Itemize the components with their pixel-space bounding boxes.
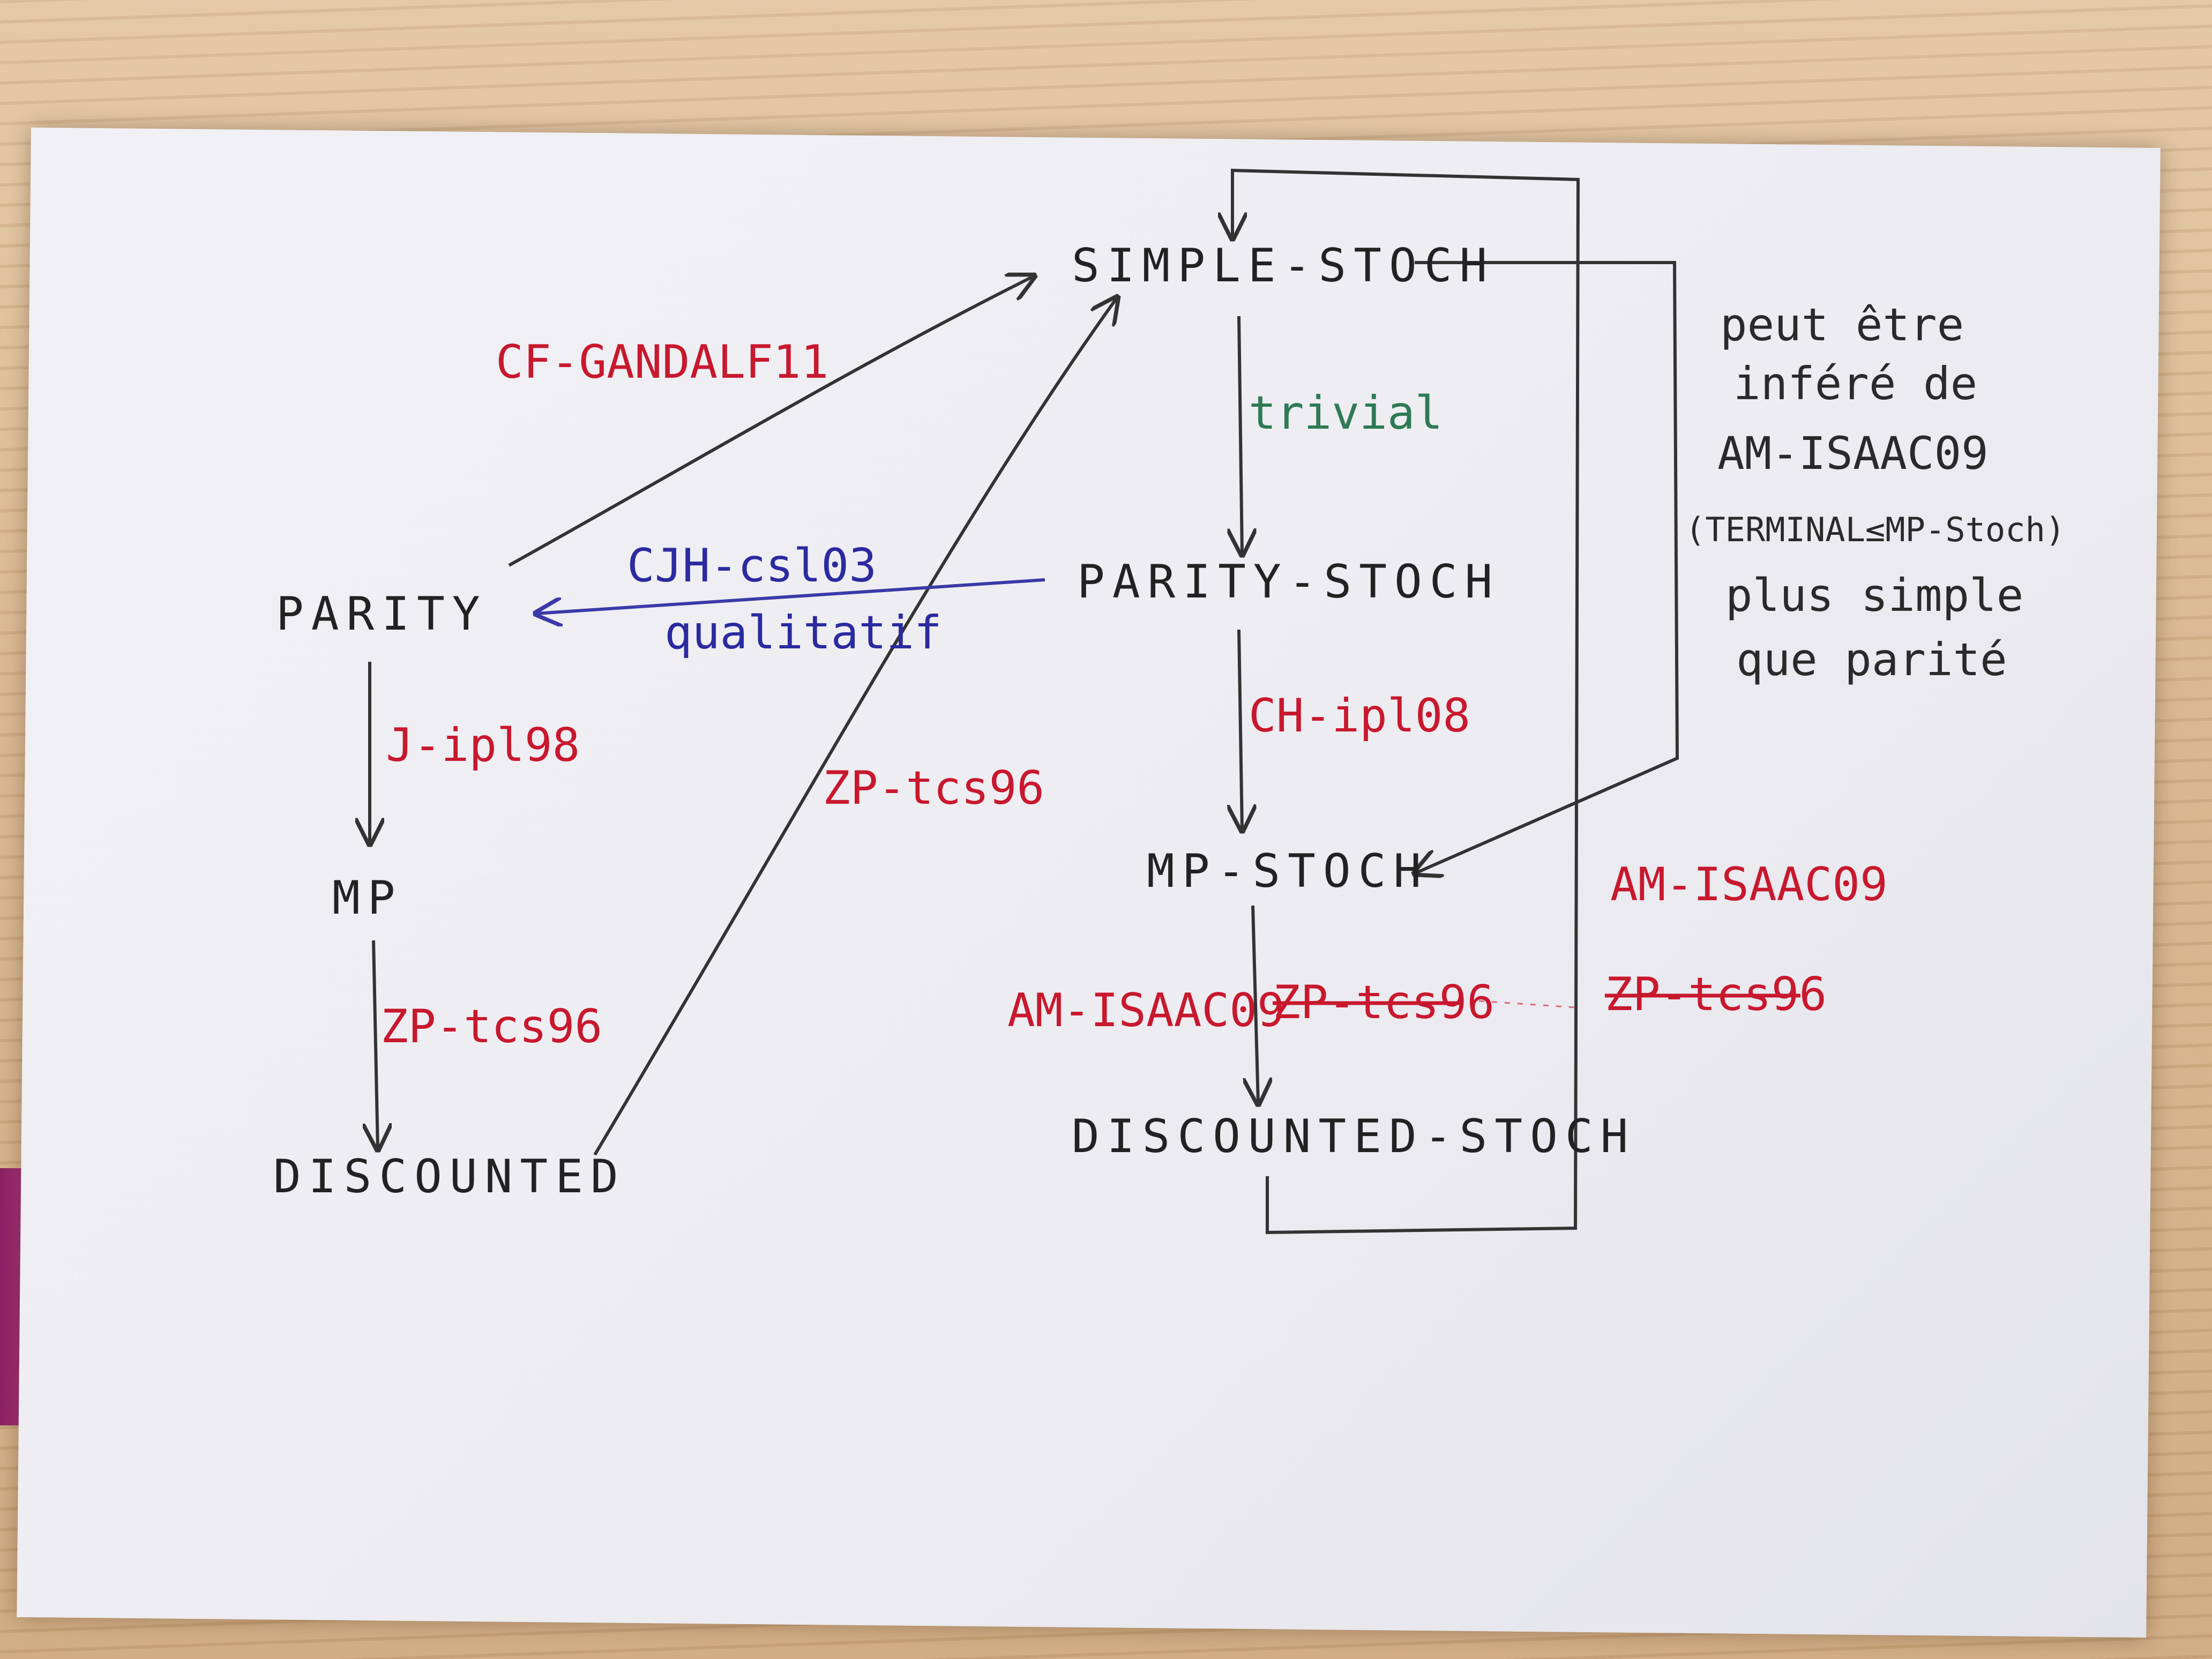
label-qualitatif: qualitatif [664,606,942,660]
edge-mp-stoch-to-discounted-stoch [1253,905,1258,1104]
label-am-isaac-right: AM-ISAAC09 [1610,858,1888,911]
label-am-isaac-left: AM-ISAAC09 [1007,984,1285,1037]
node-parity: PARITY [276,587,488,641]
edge-discounted-to-simple-stoch [593,297,1117,1156]
node-simple-stoch: SIMPLE-STOCH [1072,239,1494,293]
edge-parity-stoch-to-parity [536,578,1045,614]
edge-discounted-stoch-to-simple-stoch [1232,168,1580,1235]
edge-parity-stoch-to-mp-stoch [1239,629,1242,831]
note-line-4: (TERMINAL≤MP-Stoch) [1685,510,2065,549]
note-line-1: peut être [1720,298,1964,351]
note-line-5: plus simple [1725,569,2023,622]
note-line-2: inféré de [1733,357,1977,410]
edge-simple-stoch-to-mp-stoch [1415,261,1679,873]
edge-simple-stoch-to-parity-stoch [1239,316,1242,555]
label-zp-tcs-left: ZP-tcs96 [380,1000,602,1053]
node-discounted-stoch: DISCOUNTED-STOCH [1072,1110,1635,1163]
note-line-6: que parité [1736,633,2007,686]
node-mp-stoch: MP-STOCH [1147,845,1429,898]
node-mp: MP [332,871,403,925]
edge-parity-to-simple-stoch [508,276,1034,567]
label-cjh-csl: CJH-csl03 [627,539,877,593]
label-zp-tcs-diagonal: ZP-tcs96 [823,761,1044,815]
label-j-ipl: J-ipl98 [386,719,580,772]
edge-mp-to-discounted [373,940,378,1149]
label-trivial: trivial [1249,386,1443,440]
node-parity-stoch: PARITY-STOCH [1077,555,1500,609]
label-ch-ipl: CH-ipl08 [1249,689,1470,743]
node-discounted: DISCOUNTED [273,1150,626,1204]
dashed-red-connector [1478,1000,1576,1008]
note-line-3: AM-ISAAC09 [1717,427,1989,480]
label-cf-gandalf: CF-GANDALF11 [496,335,828,389]
